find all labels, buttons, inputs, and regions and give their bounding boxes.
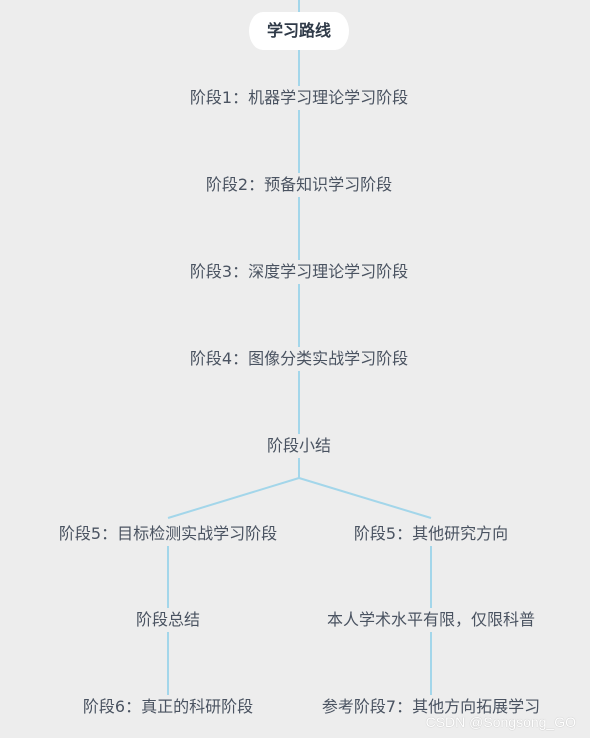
node-note: 本人学术水平有限，仅限科普 <box>322 608 540 632</box>
node-stage6: 阶段6：真正的科研阶段 <box>78 695 258 719</box>
node-stage7: 参考阶段7：其他方向拓展学习 <box>317 695 545 719</box>
node-summary-mid: 阶段小结 <box>262 434 336 458</box>
node-stage3: 阶段3：深度学习理论学习阶段 <box>185 260 413 284</box>
watermark: CSDN @Songsong_GO <box>425 714 576 730</box>
node-stage2: 阶段2：预备知识学习阶段 <box>201 173 397 197</box>
node-stage5-right: 阶段5：其他研究方向 <box>349 522 513 546</box>
node-stage1: 阶段1：机器学习理论学习阶段 <box>185 86 413 110</box>
node-stage5-left: 阶段5：目标检测实战学习阶段 <box>54 522 282 546</box>
root-node: 学习路线 <box>248 12 350 50</box>
edge-branch-right <box>298 477 432 519</box>
node-stage4: 阶段4：图像分类实战学习阶段 <box>185 347 413 371</box>
node-summary-final: 阶段总结 <box>131 608 205 632</box>
edge-branch-left <box>167 477 300 519</box>
